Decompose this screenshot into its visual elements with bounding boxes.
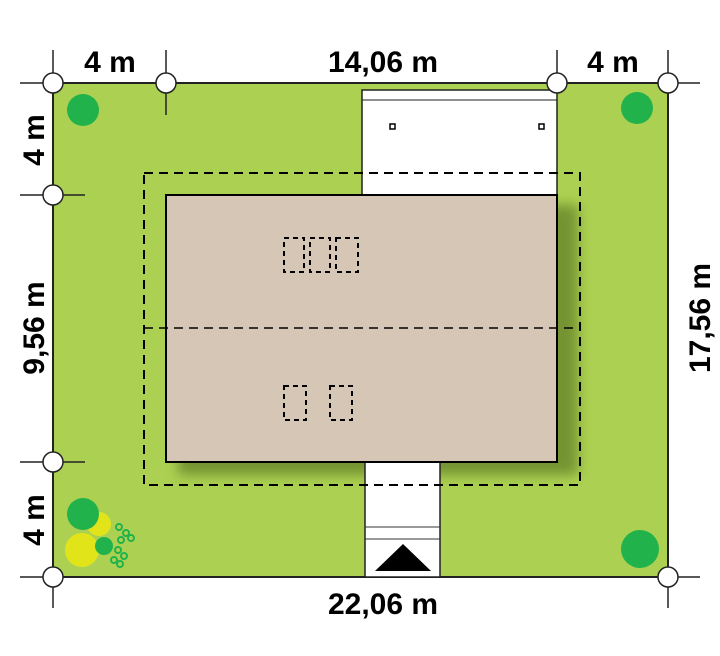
- dim-right: 17,56 m: [684, 263, 717, 373]
- skylights: [283, 237, 359, 421]
- dim-top-right: 4 m: [587, 46, 639, 79]
- dim-top-middle: 14,06 m: [328, 46, 438, 79]
- tree-icon: [621, 92, 653, 124]
- post-icon: [538, 123, 545, 130]
- tree-icon: [621, 530, 659, 568]
- dimension-markers: [42, 72, 679, 588]
- post-icon: [389, 123, 396, 130]
- entrance-arrow-icon: [375, 544, 431, 571]
- dim-left-top: 4 m: [18, 114, 51, 166]
- building-line: [143, 172, 581, 486]
- dim-left-middle: 9,56 m: [18, 281, 51, 374]
- tree-icon: [67, 94, 99, 126]
- dim-top-left: 4 m: [84, 46, 136, 79]
- dim-bottom: 22,06 m: [328, 588, 438, 621]
- driveway-north: [361, 89, 558, 196]
- shrub-group: [65, 498, 135, 568]
- dim-left-bottom: 4 m: [18, 494, 51, 546]
